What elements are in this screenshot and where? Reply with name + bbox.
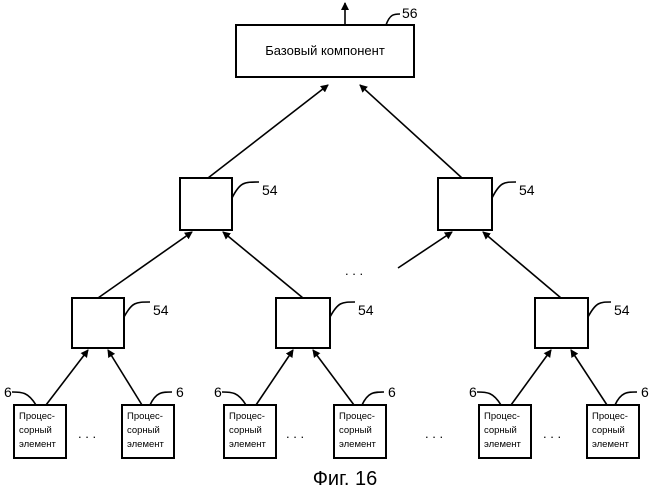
ref-54: 54 bbox=[614, 302, 630, 318]
arrow bbox=[208, 85, 328, 178]
ref-6: 6 bbox=[388, 384, 396, 400]
processing-element-label: Процес- bbox=[19, 411, 55, 422]
processing-element-label: Процес- bbox=[339, 411, 375, 422]
arrow bbox=[223, 232, 303, 298]
figure-caption: Фиг. 16 bbox=[313, 468, 378, 490]
leader-line bbox=[477, 392, 501, 405]
leader-line bbox=[386, 14, 400, 25]
ref-54: 54 bbox=[358, 302, 374, 318]
node-box bbox=[180, 178, 232, 230]
ref-6: 6 bbox=[4, 384, 12, 400]
processing-element-label: сорный bbox=[484, 425, 517, 436]
processing-element-label: сорный bbox=[229, 425, 262, 436]
ellipsis: . . . bbox=[543, 426, 561, 441]
leader-line bbox=[222, 392, 246, 405]
processing-element-label: Процес- bbox=[229, 411, 265, 422]
leader-line bbox=[150, 392, 172, 405]
processing-element-label: элемент bbox=[592, 439, 630, 450]
leader-line bbox=[330, 302, 355, 317]
arrow bbox=[98, 232, 192, 298]
leader-line bbox=[124, 302, 150, 317]
leader-line bbox=[362, 392, 384, 405]
processing-element-label: Процес- bbox=[484, 411, 520, 422]
leader-line bbox=[615, 392, 637, 405]
node-box bbox=[276, 298, 330, 348]
ref-6: 6 bbox=[641, 384, 649, 400]
processing-element-label: элемент bbox=[484, 439, 522, 450]
arrow bbox=[571, 350, 607, 405]
processing-element-label: сорный bbox=[339, 425, 372, 436]
base-component: Базовый компонент bbox=[236, 25, 414, 77]
arrow bbox=[483, 232, 561, 298]
processing-element-label: сорный bbox=[127, 425, 160, 436]
arrow bbox=[46, 350, 88, 405]
node-box bbox=[72, 298, 124, 348]
leader-line bbox=[492, 182, 516, 198]
ellipsis: . . . bbox=[425, 426, 443, 441]
arrow bbox=[108, 350, 142, 405]
processing-element-label: элемент bbox=[127, 439, 165, 450]
leader-line bbox=[232, 182, 259, 198]
ref-56: 56 bbox=[402, 5, 418, 21]
arrow bbox=[360, 85, 462, 178]
processing-element-label: элемент bbox=[229, 439, 267, 450]
node-box bbox=[438, 178, 492, 230]
ref-54: 54 bbox=[153, 302, 169, 318]
ref-6: 6 bbox=[176, 384, 184, 400]
ellipsis: . . . bbox=[78, 426, 96, 441]
ref-6: 6 bbox=[214, 384, 222, 400]
ref-54: 54 bbox=[519, 182, 535, 198]
ref-54: 54 bbox=[262, 182, 278, 198]
ref-6: 6 bbox=[469, 384, 477, 400]
arrow bbox=[256, 350, 293, 405]
arrow bbox=[398, 232, 452, 268]
processing-element-label: сорный bbox=[592, 425, 625, 436]
processing-element-label: сорный bbox=[19, 425, 52, 436]
ellipsis: . . . bbox=[286, 426, 304, 441]
leader-line bbox=[588, 302, 611, 317]
processing-element-label: элемент bbox=[339, 439, 377, 450]
processing-element-label: Процес- bbox=[127, 411, 163, 422]
base-component-label: Базовый компонент bbox=[265, 43, 385, 58]
arrow bbox=[511, 350, 551, 405]
node-box bbox=[535, 298, 588, 348]
leader-line bbox=[12, 392, 36, 405]
processing-element-label: элемент bbox=[19, 439, 57, 450]
ellipsis: . . . bbox=[345, 263, 363, 278]
processing-element-label: Процес- bbox=[592, 411, 628, 422]
arrow bbox=[313, 350, 354, 405]
